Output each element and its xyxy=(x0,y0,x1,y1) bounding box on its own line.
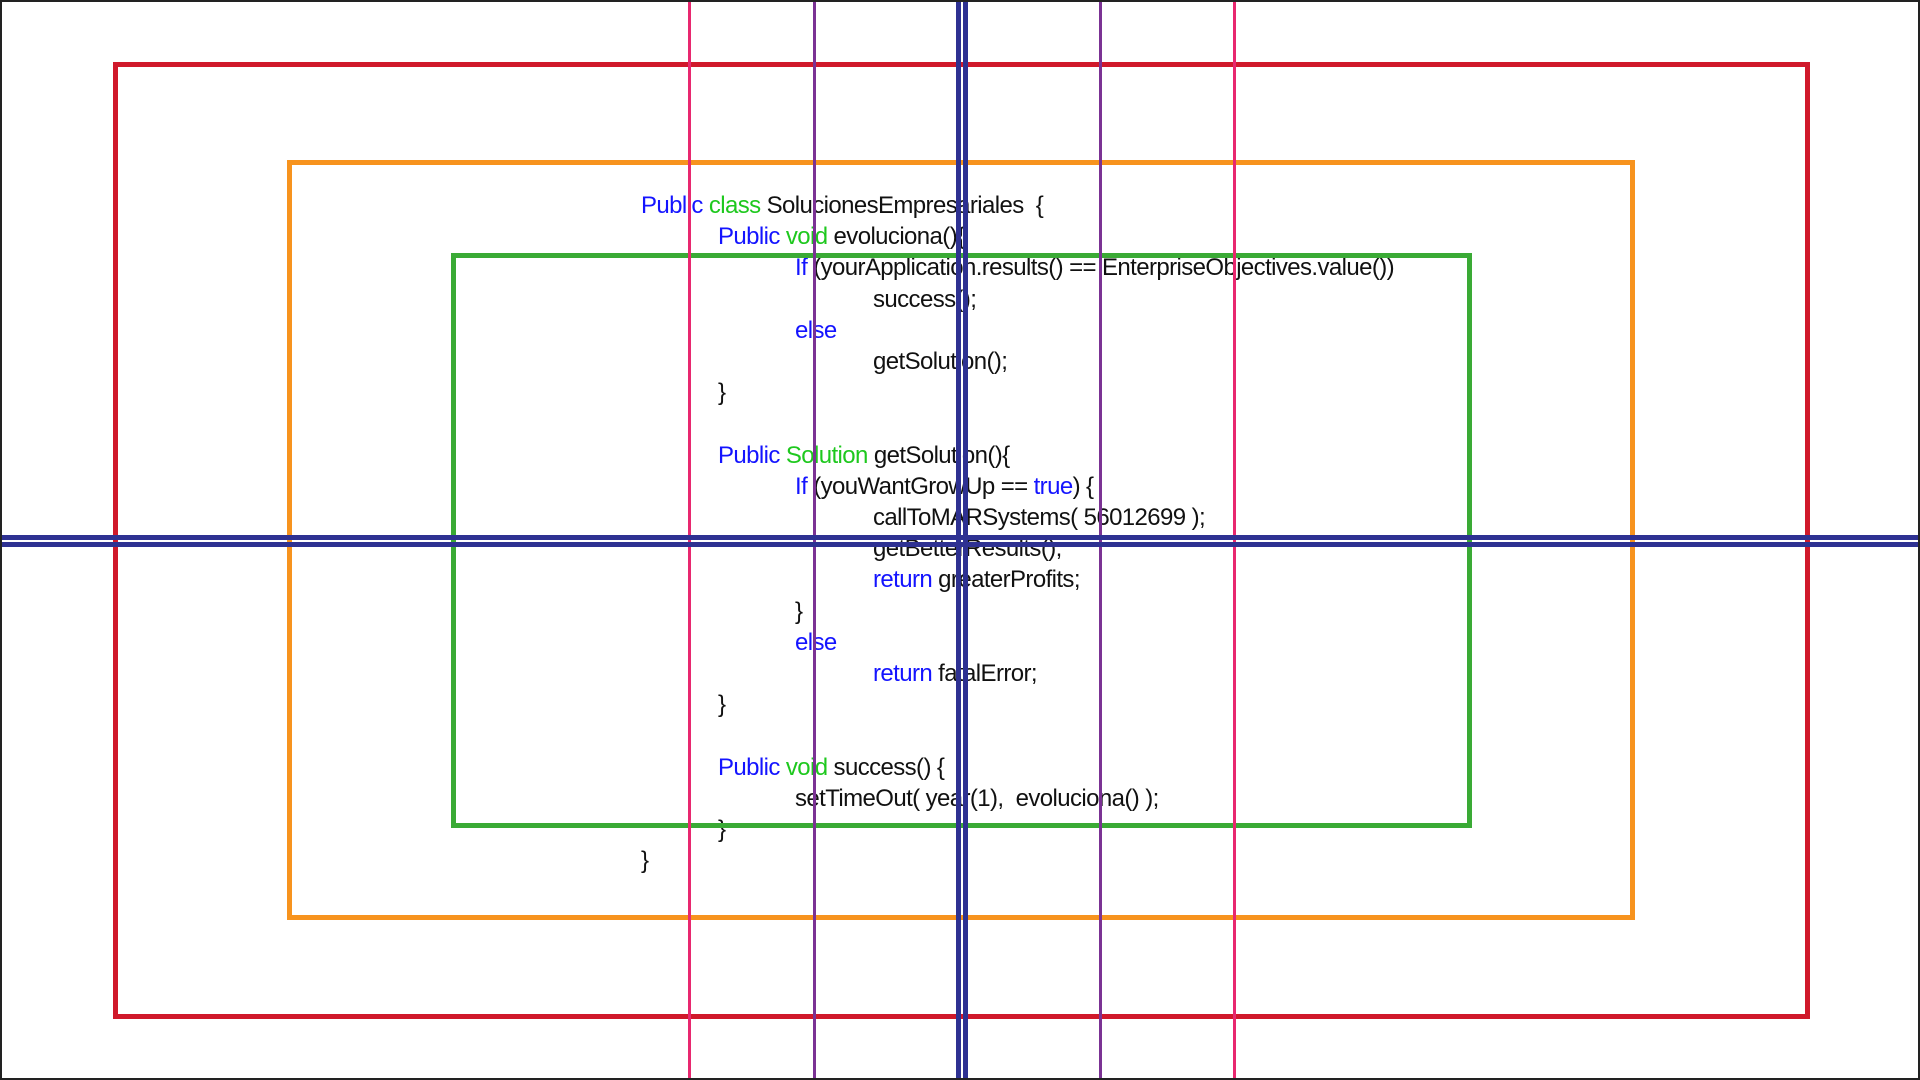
code-keyword: Public xyxy=(718,753,780,781)
code-text: SolucionesEmpresariales { xyxy=(760,192,1044,219)
code-type: void xyxy=(779,223,828,251)
code-line: If (yourApplication.results() == Enterpr… xyxy=(795,252,1395,283)
navy-axis-horizontal-1 xyxy=(2,535,1918,540)
code-text: } xyxy=(795,597,803,625)
code-keyword: return xyxy=(873,566,933,594)
code-line: Public void success() { xyxy=(718,752,945,783)
code-text: } xyxy=(641,847,649,875)
purple-guide-left xyxy=(813,2,816,1078)
purple-guide-right xyxy=(1099,2,1102,1078)
code-line: Public Solution getSolution(){ xyxy=(718,440,1010,471)
code-line: Public void evoluciona(){ xyxy=(718,221,965,252)
code-text: success() { xyxy=(827,753,945,781)
middle-orange-frame xyxy=(287,160,1635,920)
code-keyword: If xyxy=(795,254,808,282)
inner-green-frame xyxy=(451,253,1472,828)
code-keyword: return xyxy=(873,660,933,687)
code-text: ) { xyxy=(1072,472,1094,500)
code-keyword: else xyxy=(795,629,837,656)
code-text: evoluciona(){ xyxy=(827,223,966,251)
pink-guide-left xyxy=(688,2,691,1078)
code-keyword: If xyxy=(795,472,808,500)
code-line: } xyxy=(641,845,649,876)
code-line: return greaterProfits; xyxy=(873,564,1081,595)
code-line: } xyxy=(718,814,726,845)
code-keyword: Public xyxy=(641,192,703,219)
code-line: callToMARSystems( 56012699 ); xyxy=(873,502,1206,533)
code-text: } xyxy=(718,691,726,719)
code-keyword: Public xyxy=(718,441,780,469)
code-line: } xyxy=(718,377,726,408)
code-keyword: true xyxy=(1033,472,1074,500)
code-keyword: else xyxy=(795,317,837,344)
code-type: class xyxy=(702,192,761,219)
code-line: else xyxy=(795,315,837,346)
code-line: } xyxy=(718,689,726,720)
code-line: else xyxy=(795,627,837,658)
code-keyword: Public xyxy=(718,223,780,251)
code-text: greaterProfits; xyxy=(932,566,1080,594)
code-type: void xyxy=(779,753,828,781)
code-text: } xyxy=(718,816,726,843)
code-line: getSolution(); xyxy=(873,346,1008,377)
code-line: return fatalError; xyxy=(873,658,1038,689)
outer-red-frame xyxy=(113,62,1810,1019)
pink-guide-right xyxy=(1233,2,1236,1078)
code-text: } xyxy=(718,379,726,407)
navy-axis-horizontal-2 xyxy=(2,542,1918,547)
code-text: getSolution(); xyxy=(873,348,1008,375)
code-text: (yourApplication.results() == Enterprise… xyxy=(813,254,1395,282)
code-line: Public class SolucionesEmpresariales { xyxy=(641,190,1044,221)
code-text: getSolution(){ xyxy=(867,441,1010,469)
code-text: callToMARSystems( 56012699 ); xyxy=(873,504,1206,531)
code-line: } xyxy=(795,596,803,627)
code-type: Solution xyxy=(779,441,869,469)
navy-axis-vertical-1 xyxy=(956,2,961,1078)
navy-axis-vertical-2 xyxy=(963,2,968,1078)
code-text: fatalError; xyxy=(932,660,1037,687)
